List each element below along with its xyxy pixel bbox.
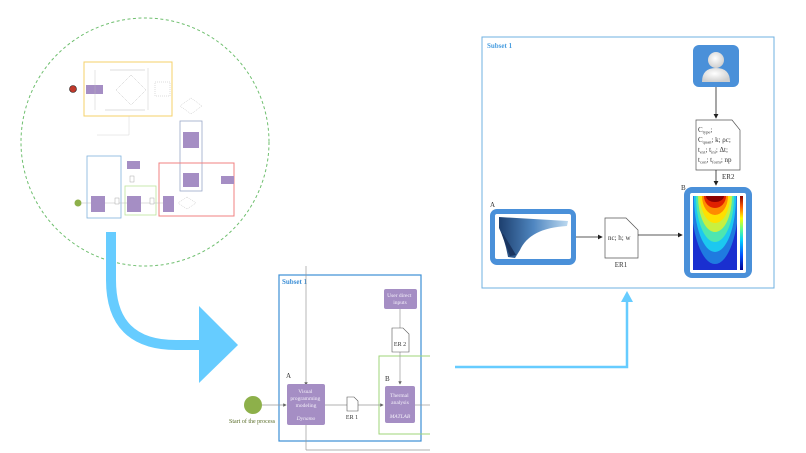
contour-plot-image (693, 196, 737, 270)
overview-subset-blue (86, 155, 122, 219)
task-a-letter: A (286, 372, 291, 380)
user-direct-inputs[interactable] (384, 289, 417, 309)
er1-result-label: ER1 (615, 261, 628, 269)
overview-doc (154, 81, 171, 97)
er2-result-label: ER2 (722, 173, 735, 181)
task-b-tool: MATLAB (389, 414, 411, 420)
task-a-title: Visual programming modeling (290, 389, 321, 409)
task-b[interactable] (385, 386, 415, 423)
result-subset-label: Subset 1 (487, 42, 513, 50)
overview-diagram (20, 17, 270, 267)
detail-diagram: Subset 1 Start of the process A Visual p… (229, 266, 430, 451)
er1-content: nc; h; w (608, 234, 631, 242)
result-label-b: B (681, 184, 686, 192)
er2-document (391, 327, 410, 353)
detail-start-event (244, 396, 262, 414)
er2-params-document (695, 119, 741, 171)
result-diagram: Subset 1 Ctype; Cquan; k; ρc; text; tini… (481, 36, 775, 289)
zoom-arrow-curved (106, 232, 238, 383)
overview-start-event (74, 199, 82, 207)
zoom-arrow-elbow (455, 291, 633, 369)
detail-start-label: Start of the process (229, 418, 276, 425)
task-b-title: Thermal analysis (390, 393, 410, 406)
overview-decision-2 (179, 97, 203, 115)
surface-model-image (499, 217, 568, 258)
overview-subset-grey (179, 120, 203, 192)
user-icon (702, 52, 730, 82)
detail-subset-frame (278, 274, 422, 442)
colorbar (740, 196, 743, 270)
zoom-circle (20, 17, 270, 267)
result-subset-frame (481, 36, 775, 289)
er1-document (346, 396, 359, 412)
er1-label: ER 1 (346, 415, 358, 421)
task-a[interactable] (287, 384, 325, 425)
detail-lane-b (378, 355, 430, 435)
result-label-a: A (490, 201, 495, 209)
overview-subset-yellow (83, 61, 173, 117)
overview-subset-green (124, 185, 157, 216)
overview-end-event (69, 85, 77, 93)
detail-subset-label: Subset 1 (282, 278, 308, 286)
overview-task (86, 85, 103, 94)
overview-subset-red (158, 162, 235, 217)
er1-result-document (604, 217, 639, 259)
overview-decision (115, 74, 147, 106)
er2-label: ER 2 (394, 342, 406, 348)
task-a-tool: Dynamo (296, 416, 316, 422)
er2-params: Ctype; Cquan; k; ρc; text; tini; Δt; tco… (698, 126, 733, 165)
task-b-letter: B (385, 375, 390, 383)
user-inputs-label: User direct inputs (387, 293, 413, 306)
